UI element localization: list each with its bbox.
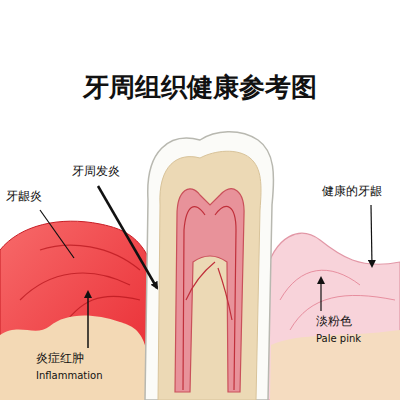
gum-label: 牙龈炎 [6,190,42,204]
gum-label: 牙周发炎 [72,165,120,179]
gum-label: 健康的牙龈 [322,185,382,199]
callout-label: Inflammation [36,370,102,382]
callout-label: 炎症红肿 [36,352,84,366]
callout-label: Pale pink [316,333,361,345]
callout-label: 淡粉色 [316,315,352,329]
diagram-title: 牙周组织健康参考图 [83,72,317,103]
